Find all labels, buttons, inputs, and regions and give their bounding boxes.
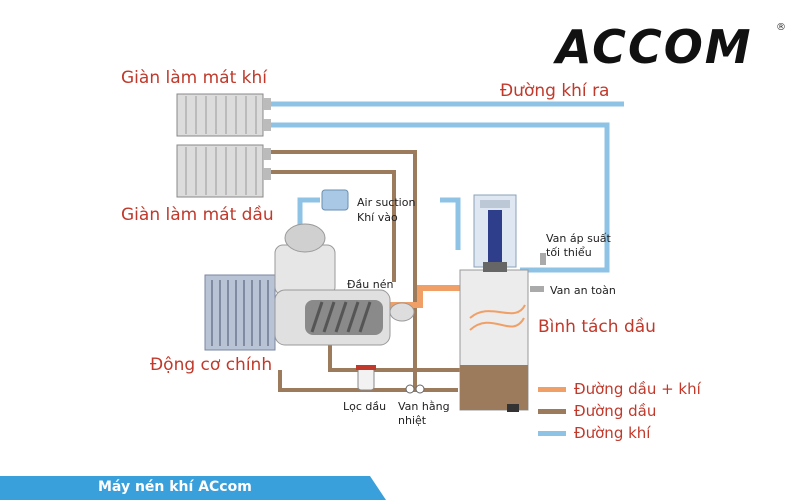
oil-separator-tank [459, 194, 529, 412]
registered-mark: ® [776, 22, 786, 33]
label-thermo-valve-2: nhiệt [398, 414, 427, 427]
min-pressure-valve [540, 253, 546, 265]
compressor-body [274, 223, 415, 346]
legend-label-oil: Đường dầu [574, 402, 657, 420]
thermo-valve [405, 384, 425, 394]
oil-filter [356, 365, 376, 391]
oil-air-line [390, 285, 470, 308]
label-safety-valve: Van an toàn [550, 284, 616, 297]
label-compression-head: Đầu nén [347, 278, 394, 291]
label-main-motor: Động cơ chính [150, 355, 273, 375]
label-oil-separator: Bình tách dầu [538, 317, 656, 337]
legend-label-oil-air: Đường dầu + khí [574, 380, 701, 398]
legend-label-air: Đường khí [574, 424, 651, 442]
footer-caption: Máy nén khí ACcom [98, 479, 252, 495]
separator-element [473, 194, 517, 272]
accom-logo: ACCOM [556, 20, 753, 74]
main-motor [204, 274, 276, 351]
label-air-cooler: Giàn làm mát khí [121, 68, 267, 88]
legend-swatch-oil-air [538, 387, 566, 392]
air-cooler [176, 93, 271, 137]
legend-swatch-air [538, 431, 566, 436]
legend-swatch-oil [538, 409, 566, 414]
label-thermo-valve-1: Van hằng [398, 400, 450, 413]
air-lines [270, 101, 624, 273]
label-air-suction: Air suction [357, 196, 416, 209]
screw-rotor [305, 300, 383, 335]
air-suction-filter [321, 189, 349, 211]
safety-valve [530, 286, 544, 292]
label-min-pressure-valve-1: Van áp suất [546, 232, 611, 245]
oil-cooler [176, 144, 271, 198]
footer-banner [0, 476, 386, 500]
oil-lines [270, 150, 480, 392]
label-oil-cooler: Giàn làm mát dầu [121, 205, 274, 225]
label-min-pressure-valve-2: tối thiểu [546, 246, 592, 259]
label-air-in: Khí vào [357, 211, 398, 224]
label-oil-filter: Lọc dầu [343, 400, 387, 413]
label-air-out: Đường khí ra [500, 81, 610, 101]
